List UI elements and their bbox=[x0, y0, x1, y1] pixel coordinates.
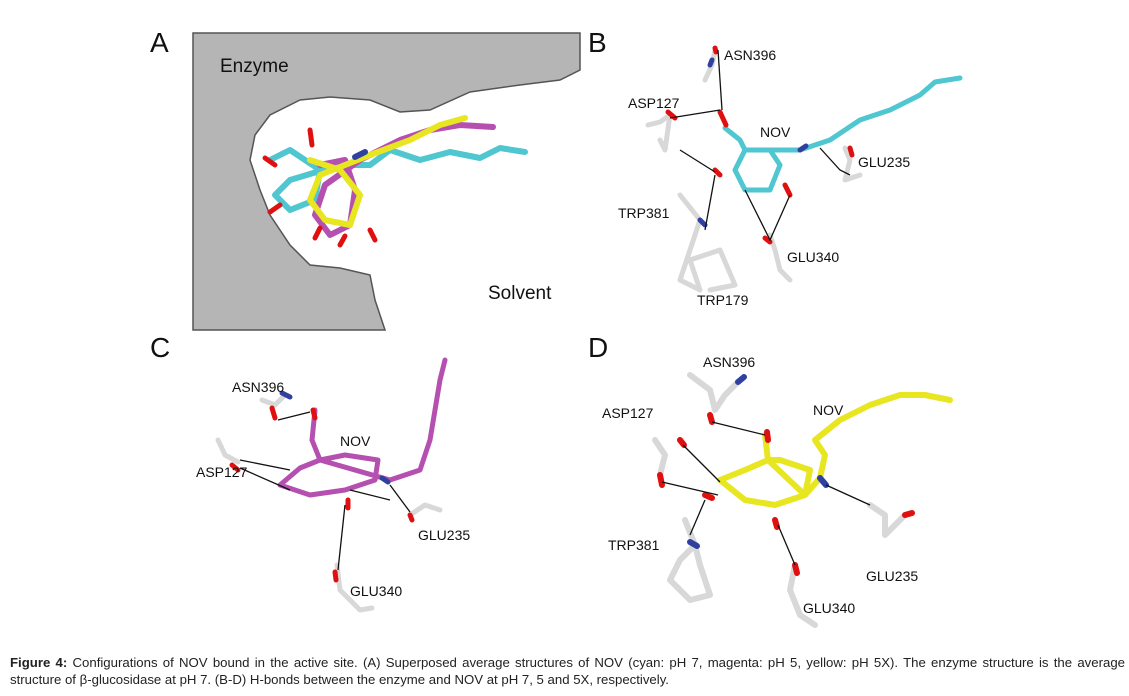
panel-label-a: A bbox=[150, 27, 169, 58]
residue-label: ASP127 bbox=[196, 464, 248, 480]
residue-label: GLU340 bbox=[803, 600, 855, 616]
figure-panels: A Enzyme Solvent B bbox=[150, 27, 963, 628]
residue-label: GLU340 bbox=[350, 583, 402, 599]
figure-label: Figure 4: bbox=[10, 655, 68, 670]
nov-yellow-pH5x bbox=[307, 115, 468, 228]
residue-label: TRP381 bbox=[618, 205, 670, 221]
enzyme-surface bbox=[192, 32, 581, 331]
panel-a: A Enzyme Solvent bbox=[150, 27, 581, 331]
enzyme-label: Enzyme bbox=[220, 56, 289, 77]
panel-label-c: C bbox=[150, 332, 170, 363]
ligand-label: NOV bbox=[813, 402, 844, 418]
nov-pH5-c bbox=[277, 357, 448, 498]
residue-label: GLU340 bbox=[787, 249, 839, 265]
residue-label: GLU235 bbox=[866, 568, 918, 584]
panel-label-b: B bbox=[588, 27, 607, 58]
panel-c: C ASN396 NOV ASP127 GLU235 GLU340 bbox=[150, 332, 470, 613]
residue-label: ASN396 bbox=[703, 354, 755, 370]
panel-d: D ASN396 ASP127 NOV TRP381 GLU235 GLU340 bbox=[588, 332, 953, 628]
ligand-label: NOV bbox=[760, 124, 791, 140]
residue-label: TRP179 bbox=[697, 292, 749, 308]
ligand-label: NOV bbox=[340, 433, 371, 449]
residue-label: TRP381 bbox=[608, 537, 660, 553]
residue-label: GLU235 bbox=[418, 527, 470, 543]
solvent-label: Solvent bbox=[488, 283, 552, 304]
residue-label: ASN396 bbox=[232, 379, 284, 395]
panel-label-d: D bbox=[588, 332, 608, 363]
residue-label: GLU235 bbox=[858, 154, 910, 170]
panel-b: B ASN396 ASP127 NOV GLU235 TRP381 GLU340 bbox=[588, 27, 963, 308]
residue-label: ASP127 bbox=[602, 405, 654, 421]
nov-pH5x-d bbox=[717, 392, 953, 508]
residue-label: ASN396 bbox=[724, 47, 776, 63]
caption-text: Configurations of NOV bound in the activ… bbox=[10, 655, 1125, 687]
residue-label: ASP127 bbox=[628, 95, 680, 111]
figure-caption: Figure 4: Configurations of NOV bound in… bbox=[10, 654, 1125, 688]
nov-pH7-b bbox=[722, 75, 963, 193]
